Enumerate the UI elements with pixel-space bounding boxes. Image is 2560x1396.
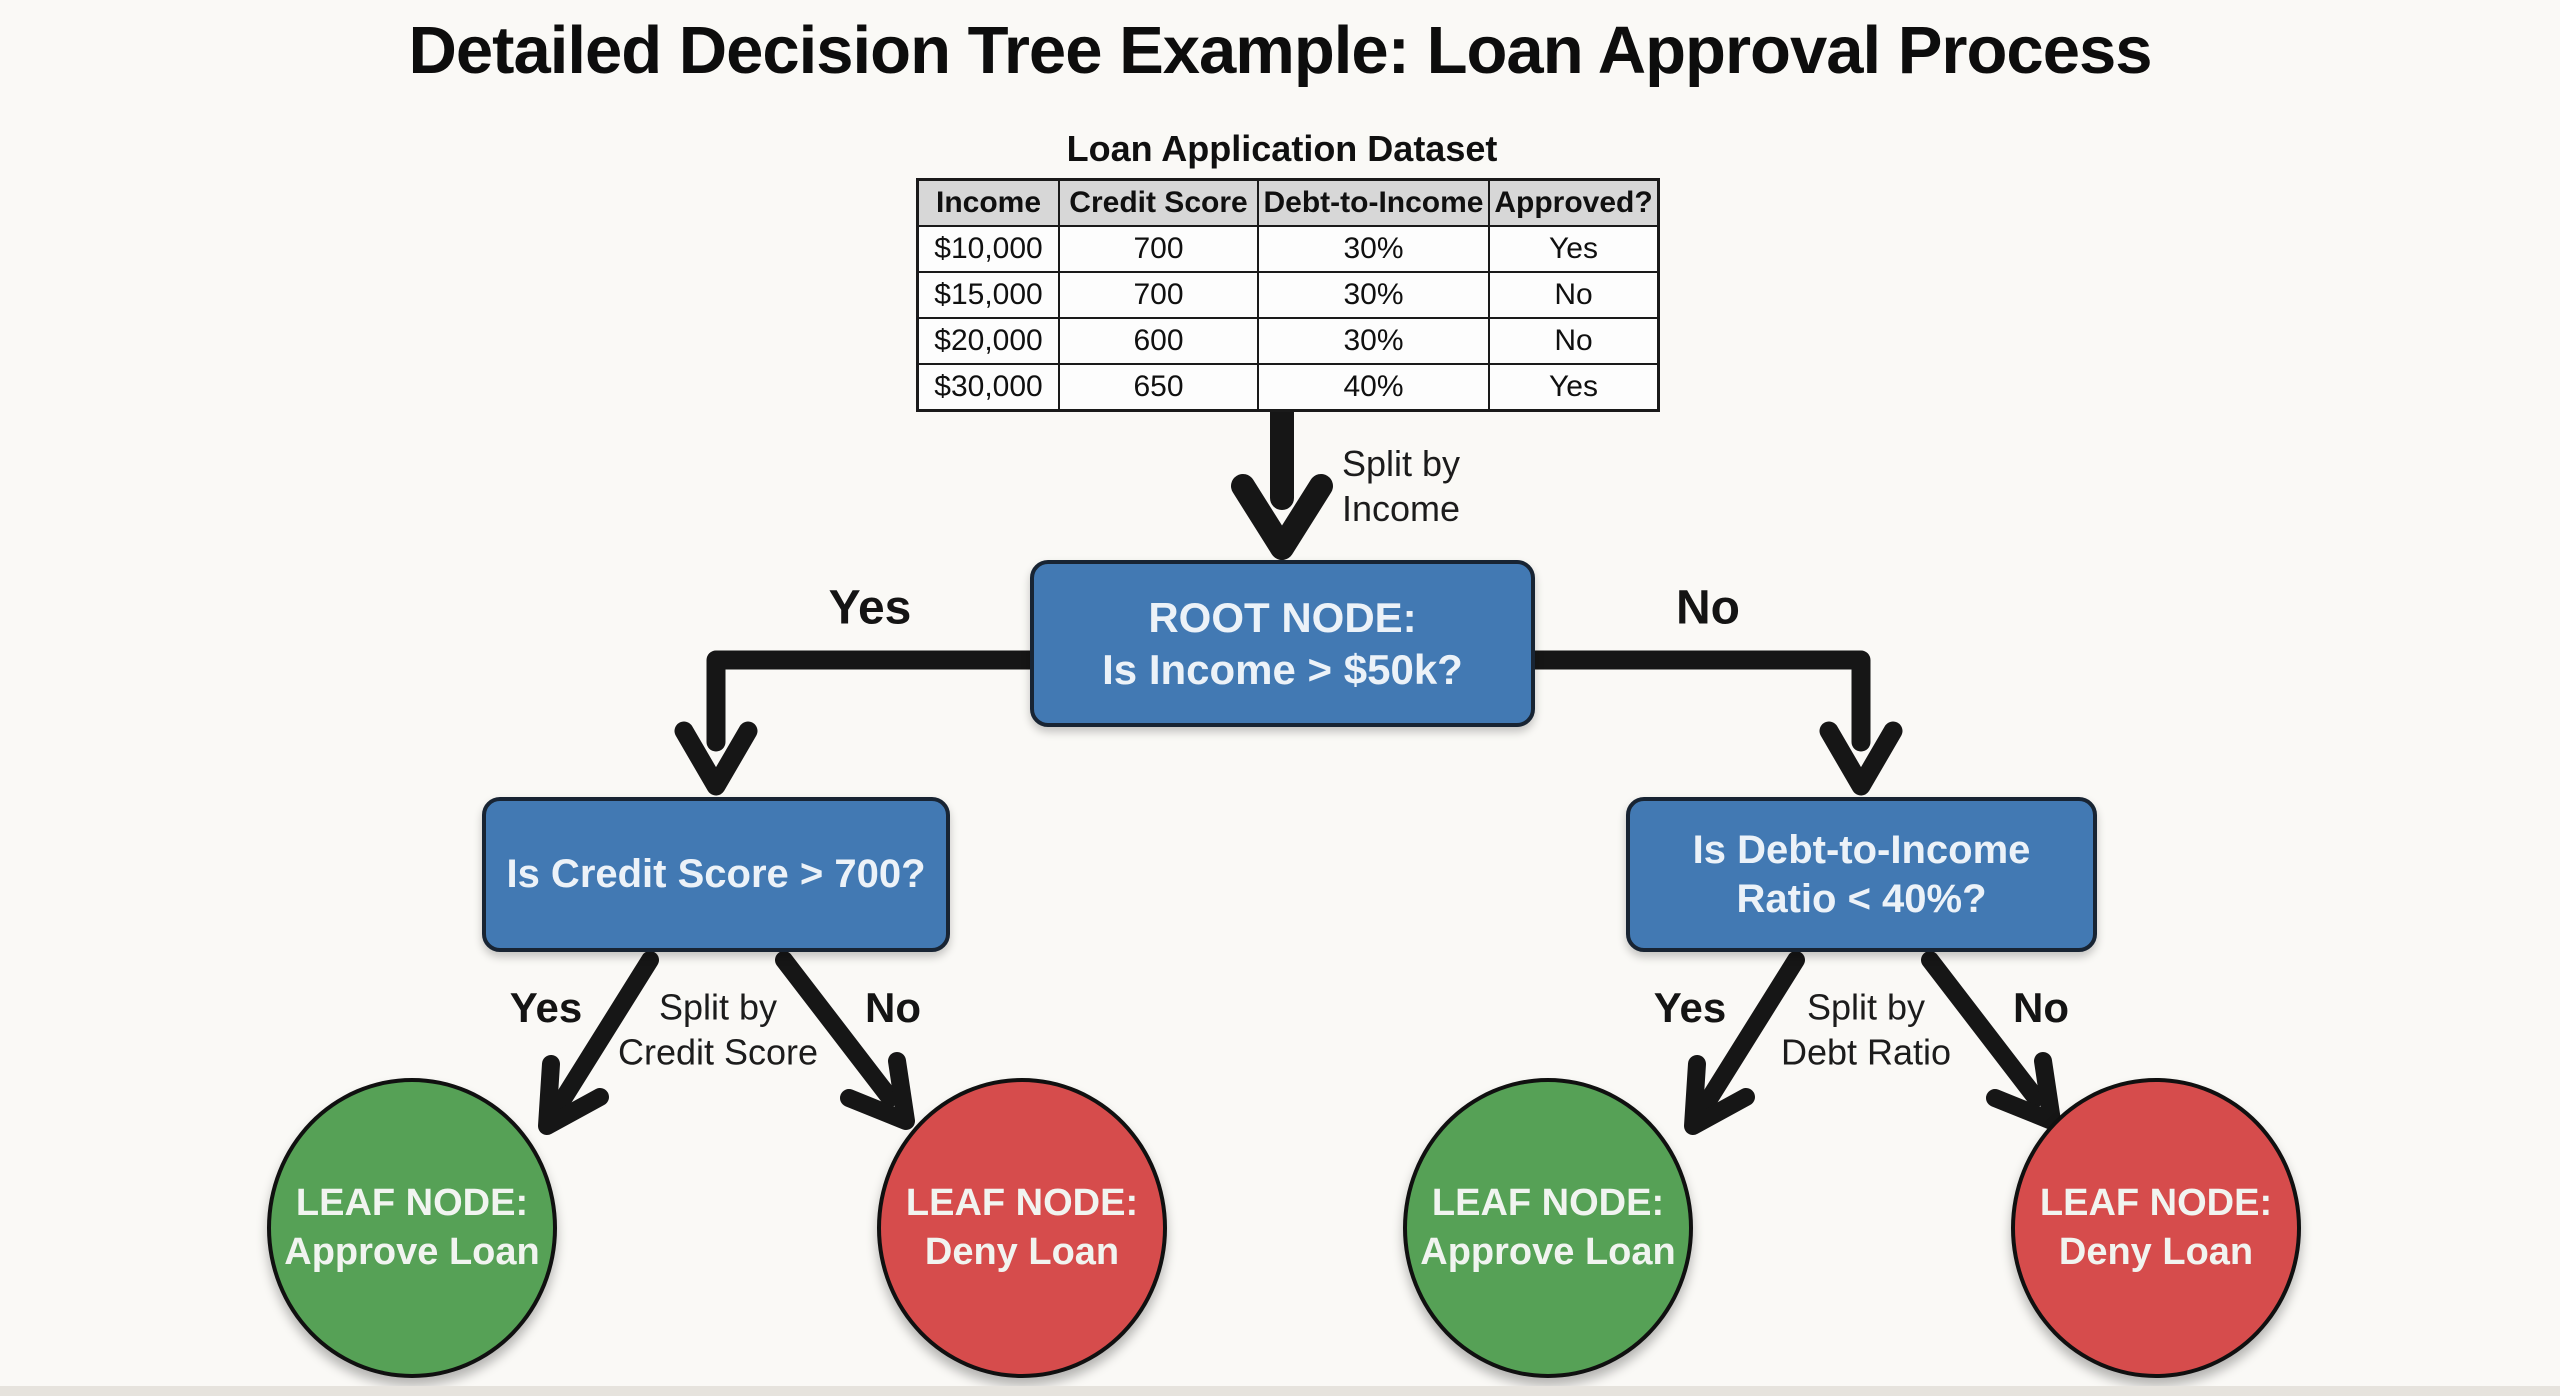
leaf-line2: Deny Loan [924, 1231, 1120, 1273]
split-by-credit-score-label: Split by Credit Score [618, 985, 818, 1074]
debt-ratio-node-line2: Ratio < 40%? [1736, 876, 1987, 921]
table-cell: No [1488, 317, 1660, 365]
table-cell: No [1488, 271, 1660, 319]
table-cell: Yes [1488, 225, 1660, 273]
table-cell: $30,000 [916, 363, 1060, 412]
table-cell: 700 [1058, 271, 1259, 319]
table-cell: $20,000 [916, 317, 1060, 365]
credit-score-node: Is Credit Score > 700? [482, 797, 950, 952]
table-header-cell: Approved? [1488, 178, 1660, 227]
leaf-line1: LEAF NODE: [905, 1181, 1139, 1224]
branch-label-credit-no: No [865, 984, 921, 1031]
leaf-node-deny-left: LEAF NODE: Deny Loan [877, 1078, 1167, 1378]
branch-label-root-yes: Yes [828, 581, 912, 635]
split-label-line: Split by [1806, 986, 1926, 1028]
table-header-cell: Credit Score [1058, 178, 1259, 227]
split-label-line: Split by [658, 986, 778, 1028]
leaf-line1: LEAF NODE: [2039, 1181, 2273, 1224]
table-cell: 40% [1257, 363, 1490, 412]
credit-score-node-label: Is Credit Score > 700? [506, 852, 926, 897]
split-label-line: Credit Score [617, 1031, 819, 1072]
table-cell: $10,000 [916, 225, 1060, 273]
branch-label-debt-yes: Yes [1653, 984, 1727, 1031]
branch-label-credit-yes: Yes [509, 984, 583, 1031]
table-cell: $15,000 [916, 271, 1060, 319]
table-cell: 30% [1257, 317, 1490, 365]
split-label-line: Income [1342, 487, 1461, 529]
split-by-income-label: Split by Income [1342, 442, 1460, 531]
bottom-edge-strip [0, 1386, 2560, 1396]
leaf-line2: Approve Loan [284, 1231, 540, 1273]
arrow-root-to-right [1523, 650, 1903, 796]
table-cell: 30% [1257, 271, 1490, 319]
leaf-node-approve-right: LEAF NODE: Approve Loan [1403, 1078, 1693, 1378]
table-cell: 700 [1058, 225, 1259, 273]
arrow-root-to-left [674, 650, 1042, 796]
table-cell: 30% [1257, 225, 1490, 273]
dataset-caption: Loan Application Dataset [1066, 128, 1498, 169]
leaf-line1: LEAF NODE: [1431, 1181, 1665, 1224]
branch-label-root-no: No [1676, 581, 1740, 635]
table-header-cell: Debt-to-Income [1257, 178, 1490, 227]
root-node-line2: Is Income > $50k? [1102, 645, 1463, 693]
leaf-line1: LEAF NODE: [295, 1181, 529, 1224]
debt-ratio-node: Is Debt-to-Income Ratio < 40%? [1626, 797, 2097, 952]
table-cell: 600 [1058, 317, 1259, 365]
leaf-line2: Approve Loan [1420, 1231, 1676, 1273]
leaf-node-deny-right: LEAF NODE: Deny Loan [2011, 1078, 2301, 1378]
split-label-line: Split by [1342, 443, 1461, 484]
page-title: Detailed Decision Tree Example: Loan App… [408, 13, 2153, 88]
root-node-line1: ROOT NODE: [1148, 594, 1417, 642]
arrow-table-to-root [1231, 392, 1333, 560]
table-cell: Yes [1488, 363, 1660, 412]
root-node: ROOT NODE: Is Income > $50k? [1030, 560, 1535, 727]
table-cell: 650 [1058, 363, 1259, 412]
branch-label-debt-no: No [2013, 984, 2069, 1031]
leaf-line2: Deny Loan [2058, 1231, 2254, 1273]
split-by-debt-ratio-label: Split by Debt Ratio [1781, 985, 1951, 1074]
table-header-cell: Income [916, 178, 1060, 227]
leaf-node-approve-left: LEAF NODE: Approve Loan [267, 1078, 557, 1378]
split-label-line: Debt Ratio [1780, 1031, 1952, 1072]
debt-ratio-node-line1: Is Debt-to-Income [1692, 827, 2031, 872]
